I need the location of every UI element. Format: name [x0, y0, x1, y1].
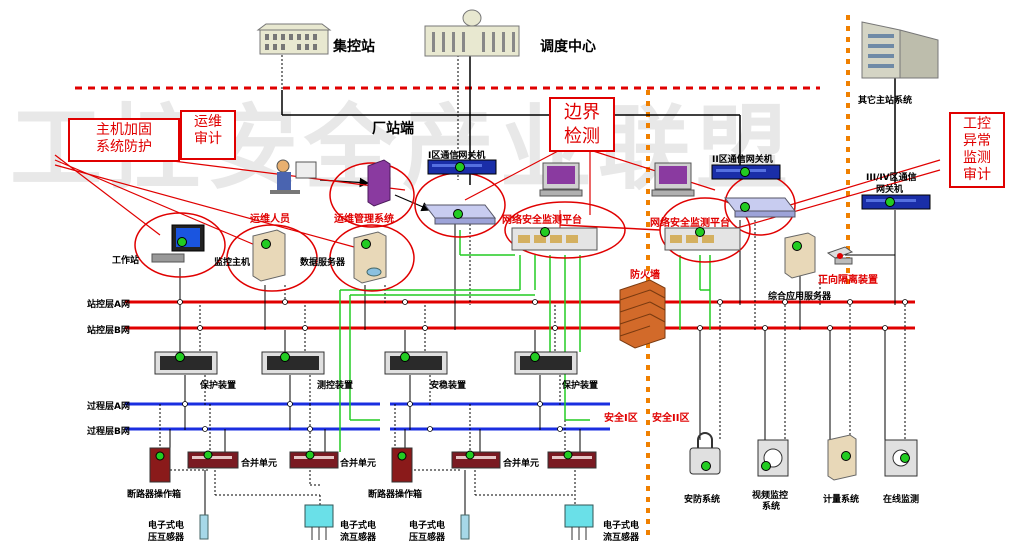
callout-ops-audit: 运维审计	[180, 110, 236, 160]
voltage-transformer-icons	[199, 514, 470, 540]
firewall-icon	[619, 279, 666, 349]
breaker-operation-box-icons	[149, 447, 413, 483]
label-other-master: 其它主站系统	[858, 96, 913, 106]
callout-host-hardening: 主机加固系统防护	[68, 118, 180, 162]
label-firewall: 防火墙	[630, 270, 660, 281]
label-plant-side: 厂站端	[372, 121, 414, 137]
label-metering: 计量系统	[823, 495, 860, 505]
metering-system-icon	[827, 434, 857, 481]
other-master-station-building-icon	[861, 21, 939, 79]
label-online-monitoring: 在线监测	[883, 495, 920, 505]
monitor-host-icon	[252, 229, 286, 282]
zone2-switch-icon	[723, 197, 797, 218]
label-app-server: 综合应用服务器	[768, 292, 832, 302]
label-protection-2: 保护装置	[562, 381, 599, 391]
protection-device-2-icon	[514, 351, 578, 375]
label-dispatch-center: 调度中心	[540, 39, 596, 55]
label-zone-ii: 安全II区	[652, 413, 690, 424]
label-video-line2: 系统	[762, 502, 781, 512]
label-zone34-gateway-2: 网关机	[876, 185, 904, 195]
measure-control-device-icon	[261, 351, 325, 375]
zone1-gateway-device-icon	[427, 159, 497, 175]
label-zone1-gateway: I区通信网关机	[428, 151, 486, 161]
control-station-building-icon	[256, 23, 332, 55]
label-safety-stability: 安稳装置	[430, 381, 467, 391]
data-server-icon	[353, 231, 387, 284]
label-security-system: 安防系统	[684, 495, 721, 505]
label-ops-system: 运维管理系统	[334, 214, 394, 225]
label-nsm-platform-2: 网络安全监测平台	[650, 218, 730, 229]
label-merge-unit-3: 合并单元	[503, 459, 540, 469]
label-vt-2-line2: 压互感器	[409, 533, 446, 543]
label-video-line1: 视频监控	[752, 491, 789, 501]
app-server-icon	[784, 232, 816, 279]
label-breaker-box-1: 断路器操作箱	[127, 490, 182, 500]
nsm-platform-1-icon	[511, 162, 598, 251]
label-vt-1-line1: 电子式电	[148, 521, 185, 531]
current-transformer-icons	[304, 504, 594, 540]
callout-ics-anomaly-audit: 工控异常监测审计	[949, 112, 1005, 188]
zone34-gateway-device-icon	[861, 194, 931, 210]
online-monitoring-icon	[884, 439, 918, 477]
label-data-server: 数据服务器	[300, 258, 346, 268]
label-control-station: 集控站	[333, 39, 375, 55]
label-nsm-platform-1: 网络安全监测平台	[502, 215, 582, 226]
label-measure-control: 测控装置	[317, 381, 354, 391]
security-system-icon	[689, 432, 721, 475]
dispatch-center-building-icon	[424, 9, 520, 57]
safety-stability-device-icon	[384, 351, 448, 375]
label-isolation-device: 正向隔离装置	[818, 275, 878, 286]
label-zone2-gateway: II区通信网关机	[712, 155, 773, 165]
label-station-net-b: 站控层B网	[87, 326, 130, 336]
isolation-device-icon	[826, 246, 854, 265]
label-merge-unit-2: 合并单元	[340, 459, 377, 469]
label-process-net-a: 过程层A网	[87, 402, 130, 412]
workstation-icon	[151, 224, 205, 263]
label-ct-2-line2: 流互感器	[603, 533, 640, 543]
label-zone-i: 安全I区	[604, 413, 638, 424]
ops-system-server-icon	[367, 159, 391, 207]
nsm-platform-2-icon	[651, 162, 741, 251]
zone2-gateway-device-icon	[711, 164, 781, 180]
label-ct-2-line1: 电子式电	[603, 521, 640, 531]
label-breaker-box-2: 断路器操作箱	[368, 490, 423, 500]
label-process-net-b: 过程层B网	[87, 427, 130, 437]
label-merge-unit-1: 合并单元	[241, 459, 278, 469]
protection-device-1-icon	[154, 351, 218, 375]
label-ops-person: 运维人员	[250, 214, 290, 225]
label-station-net-a: 站控层A网	[87, 300, 130, 310]
merging-unit-icons	[187, 450, 597, 469]
label-vt-2-line1: 电子式电	[409, 521, 446, 531]
label-ct-1-line2: 流互感器	[340, 533, 377, 543]
label-zone34-gateway-1: III/IV区通信	[866, 173, 917, 183]
label-vt-1-line2: 压互感器	[148, 533, 185, 543]
zone1-switch-icon	[423, 204, 497, 225]
label-monitor-host: 监控主机	[214, 258, 251, 268]
callout-boundary-detection: 边界检测	[549, 97, 615, 152]
label-protection-1: 保护装置	[200, 381, 237, 391]
video-monitoring-icon	[757, 439, 789, 477]
label-workstation: 工作站	[112, 256, 140, 266]
ops-person-icon	[270, 159, 317, 194]
label-ct-1-line1: 电子式电	[340, 521, 377, 531]
